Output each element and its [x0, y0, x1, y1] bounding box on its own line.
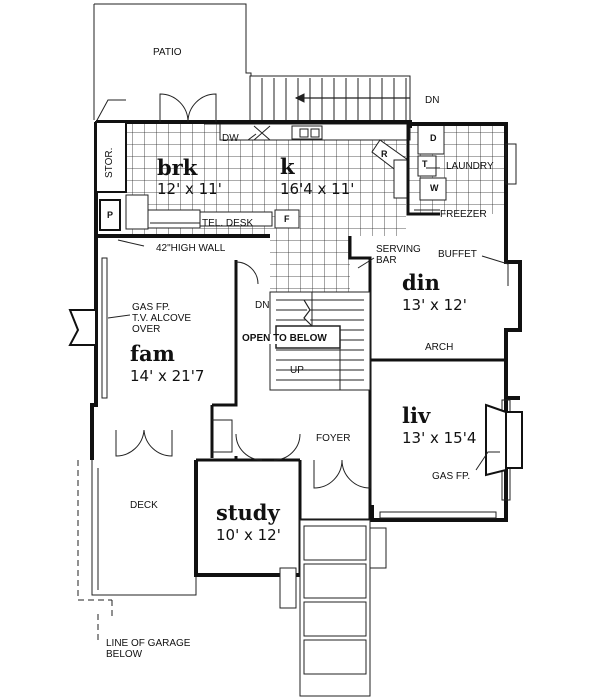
leader-lines: [107, 133, 509, 471]
kitchen-counters: [125, 123, 411, 230]
d-label: D: [430, 133, 437, 143]
room-name-study: study: [216, 500, 280, 525]
dn-stair-label: DN: [255, 300, 270, 311]
r-label: R: [381, 149, 388, 159]
serving-bar-label: SERVING BAR: [376, 244, 421, 266]
garage-line: [77, 460, 301, 700]
room-name-brk: brk: [157, 155, 198, 180]
arch-label: ARCH: [425, 342, 454, 353]
p-label: P: [107, 210, 114, 220]
dw-label: DW: [222, 133, 239, 144]
t-label: T: [422, 159, 428, 169]
room-dim-study: 10' x 12': [216, 526, 281, 544]
w-label: W: [430, 183, 439, 193]
room-dim-brk: 12' x 11': [157, 180, 222, 198]
room-dim-din: 13' x 12': [402, 296, 467, 314]
room-name-liv: liv: [402, 403, 431, 428]
foyer-label: FOYER: [316, 433, 351, 444]
f-label: F: [284, 214, 290, 224]
room-name-din: din: [402, 270, 440, 295]
high-wall-label: 42"HIGH WALL: [156, 243, 226, 254]
front-steps: [279, 519, 387, 697]
deck: [91, 460, 197, 596]
room-name-fam: fam: [130, 341, 175, 366]
buffet-label: BUFFET: [438, 249, 477, 260]
exterior-stair: [249, 75, 411, 123]
fireplaces: [68, 309, 523, 477]
garage-line-label: LINE OF GARAGE BELOW: [106, 638, 191, 660]
deck-label: DECK: [130, 500, 158, 511]
dishwasher: [253, 125, 271, 141]
storage-closet: [95, 121, 127, 231]
room-dim-liv: 13' x 15'4: [402, 429, 477, 447]
laundry-label: LAUNDRY: [446, 161, 494, 172]
open-to-below-label: OPEN TO BELOW: [242, 333, 327, 344]
doors: [95, 93, 371, 489]
room-dim-kitchen: 16'4 x 11': [280, 180, 355, 198]
gas-fp-liv-label: GAS FP.: [432, 471, 471, 482]
patio-label: PATIO: [153, 47, 182, 58]
patio: [93, 3, 252, 120]
dn-top-label: DN: [425, 95, 440, 106]
up-label: UP: [290, 365, 304, 376]
freezer-label: FREEZER: [440, 209, 487, 220]
room-name-kitchen: k: [280, 154, 295, 179]
stor-label: STOR.: [104, 147, 115, 178]
gas-fp-fam-label: GAS FP. T.V. ALCOVE OVER: [132, 302, 192, 335]
room-dim-fam: 14' x 21'7: [130, 367, 205, 385]
tel-desk-label: TEL. DESK: [202, 218, 254, 229]
